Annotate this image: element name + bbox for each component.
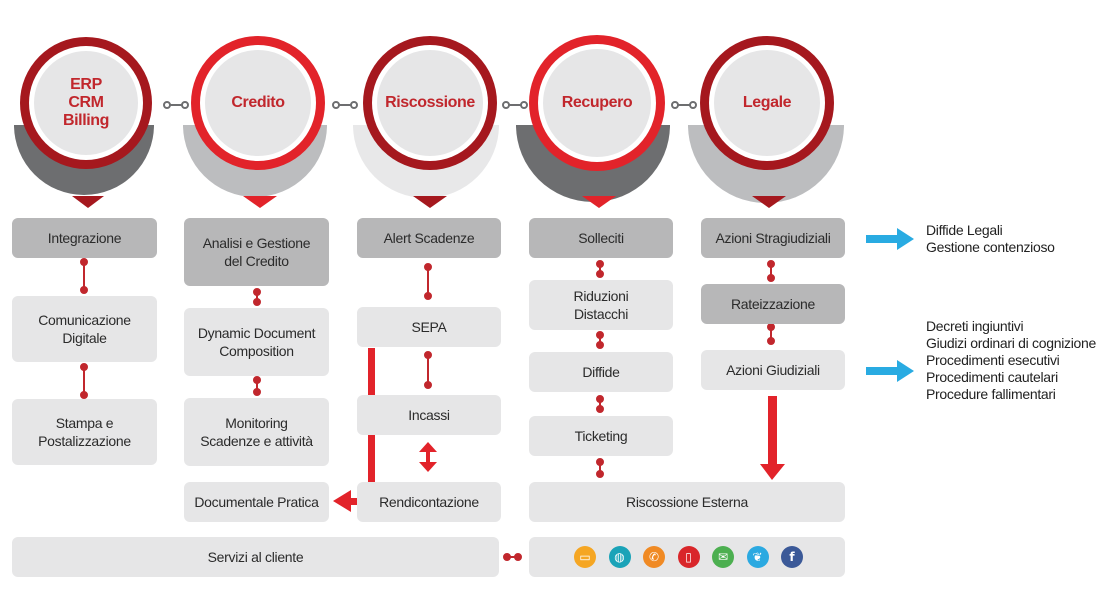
side-item: Procedimenti cautelari	[926, 369, 1058, 385]
mobile-icon[interactable]: ▯	[677, 546, 700, 568]
box-stampa-postalizzazione: Stampa e Postalizzazione	[12, 399, 157, 465]
box-rateizzazione: Rateizzazione	[701, 284, 845, 324]
box-diffide: Diffide	[529, 352, 673, 392]
side-list-giudiziali: Decreti ingiuntivi Giudizi ordinari di c…	[926, 318, 1096, 403]
stage-label-riscossione: Riscossione	[385, 94, 475, 111]
web-icon[interactable]: ◍	[608, 546, 631, 568]
stage-label-credito: Credito	[231, 94, 285, 111]
side-item: Decreti ingiuntivi	[926, 318, 1024, 334]
box-azioni-stragiudiziali: Azioni Stragiudiziali	[701, 218, 845, 258]
stage-label-legale: Legale	[742, 94, 792, 111]
box-integrazione: Integrazione	[12, 218, 157, 258]
box-connectors	[80, 258, 775, 561]
stage-circle-riscossione	[363, 36, 497, 170]
box-comunicazione-digitale: Comunicazione Digitale	[12, 296, 157, 362]
stage-label-erp: ERP CRM Billing	[62, 76, 110, 129]
box-documentale-pratica: Documentale Pratica	[184, 482, 329, 522]
box-sepa: SEPA	[357, 307, 501, 347]
stage-label-recupero: Recupero	[561, 94, 633, 111]
box-incassi: Incassi	[357, 395, 501, 435]
box-riscossione-esterna: Riscossione Esterna	[529, 482, 845, 522]
side-item: Diffide Legali	[926, 222, 1003, 238]
circle-connectors	[163, 101, 697, 109]
box-analisi-gestione: Analisi e Gestione del Credito	[184, 218, 329, 286]
side-item: Procedimenti esecutivi	[926, 352, 1060, 368]
stage-circle-credito	[191, 36, 325, 170]
side-item: Gestione contenzioso	[926, 239, 1055, 255]
email-icon[interactable]: ✉	[712, 546, 734, 568]
side-item: Giudizi ordinari di cognizione	[926, 335, 1096, 351]
stage-circle-legale	[700, 36, 834, 170]
blue-arrows	[866, 228, 914, 382]
box-monitoring: Monitoring Scadenze e attività	[184, 398, 329, 466]
desktop-icon[interactable]: ▭	[574, 546, 596, 568]
box-riduzioni-distacchi: Riduzioni Distacchi	[529, 280, 673, 330]
box-solleciti: Solleciti	[529, 218, 673, 258]
stage-circle-recupero	[529, 35, 665, 171]
box-servizi-cliente: Servizi al cliente	[12, 537, 499, 577]
side-list-stragiudiziali: Diffide Legali Gestione contenzioso	[926, 222, 1055, 256]
twitter-icon[interactable]: ❦	[746, 546, 769, 568]
stage-pointers	[72, 196, 786, 208]
flow-arrow-legale	[760, 396, 785, 480]
box-alert-scadenze: Alert Scadenze	[357, 218, 501, 258]
double-arrow	[419, 442, 437, 472]
box-azioni-giudiziali: Azioni Giudiziali	[701, 350, 845, 390]
stage-circle-erp	[20, 37, 152, 169]
box-rendicontazione: Rendicontazione	[357, 482, 501, 522]
box-dynamic-document: Dynamic Document Composition	[184, 308, 329, 376]
box-ticketing: Ticketing	[529, 416, 673, 456]
phone-icon[interactable]: ✆	[643, 546, 665, 568]
side-item: Procedure fallimentari	[926, 386, 1056, 402]
facebook-icon[interactable]: f	[781, 546, 803, 568]
